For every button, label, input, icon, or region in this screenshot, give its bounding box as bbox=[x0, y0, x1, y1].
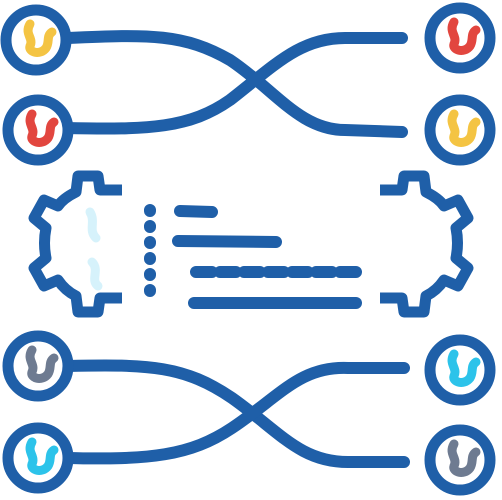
node-top-right-upper bbox=[424, 2, 496, 74]
yellow-squiggle-icon bbox=[23, 19, 57, 57]
node-top-left-upper bbox=[0, 4, 72, 76]
yellow-squiggle-icon bbox=[447, 109, 481, 147]
node-top-left-lower bbox=[2, 94, 74, 166]
text-line-1 bbox=[174, 205, 218, 218]
bottom-cross-line-a bbox=[62, 359, 410, 468]
slate-squiggle-icon bbox=[447, 439, 481, 477]
node-bottom-right-upper bbox=[424, 334, 496, 406]
node-bottom-left-upper bbox=[2, 330, 74, 402]
node-bottom-left-lower bbox=[2, 422, 74, 494]
left-gear-icon bbox=[28, 170, 122, 318]
top-cross-line-b bbox=[60, 32, 408, 135]
node-top-right-lower bbox=[424, 94, 496, 166]
slate-squiggle-icon bbox=[25, 345, 59, 383]
text-lines bbox=[172, 205, 362, 309]
bottom-cross-line-b bbox=[60, 361, 410, 465]
right-gear-icon bbox=[380, 170, 474, 318]
text-line-2 bbox=[172, 235, 282, 248]
cyan-squiggle-icon bbox=[25, 437, 59, 475]
node-bottom-right-lower bbox=[424, 424, 496, 496]
top-crossover bbox=[60, 30, 408, 138]
top-cross-line-a bbox=[62, 30, 408, 138]
red-squiggle-icon bbox=[25, 109, 59, 147]
red-squiggle-icon bbox=[447, 17, 481, 55]
cyan-squiggle-icon bbox=[447, 349, 481, 387]
bottom-crossover bbox=[60, 359, 410, 468]
